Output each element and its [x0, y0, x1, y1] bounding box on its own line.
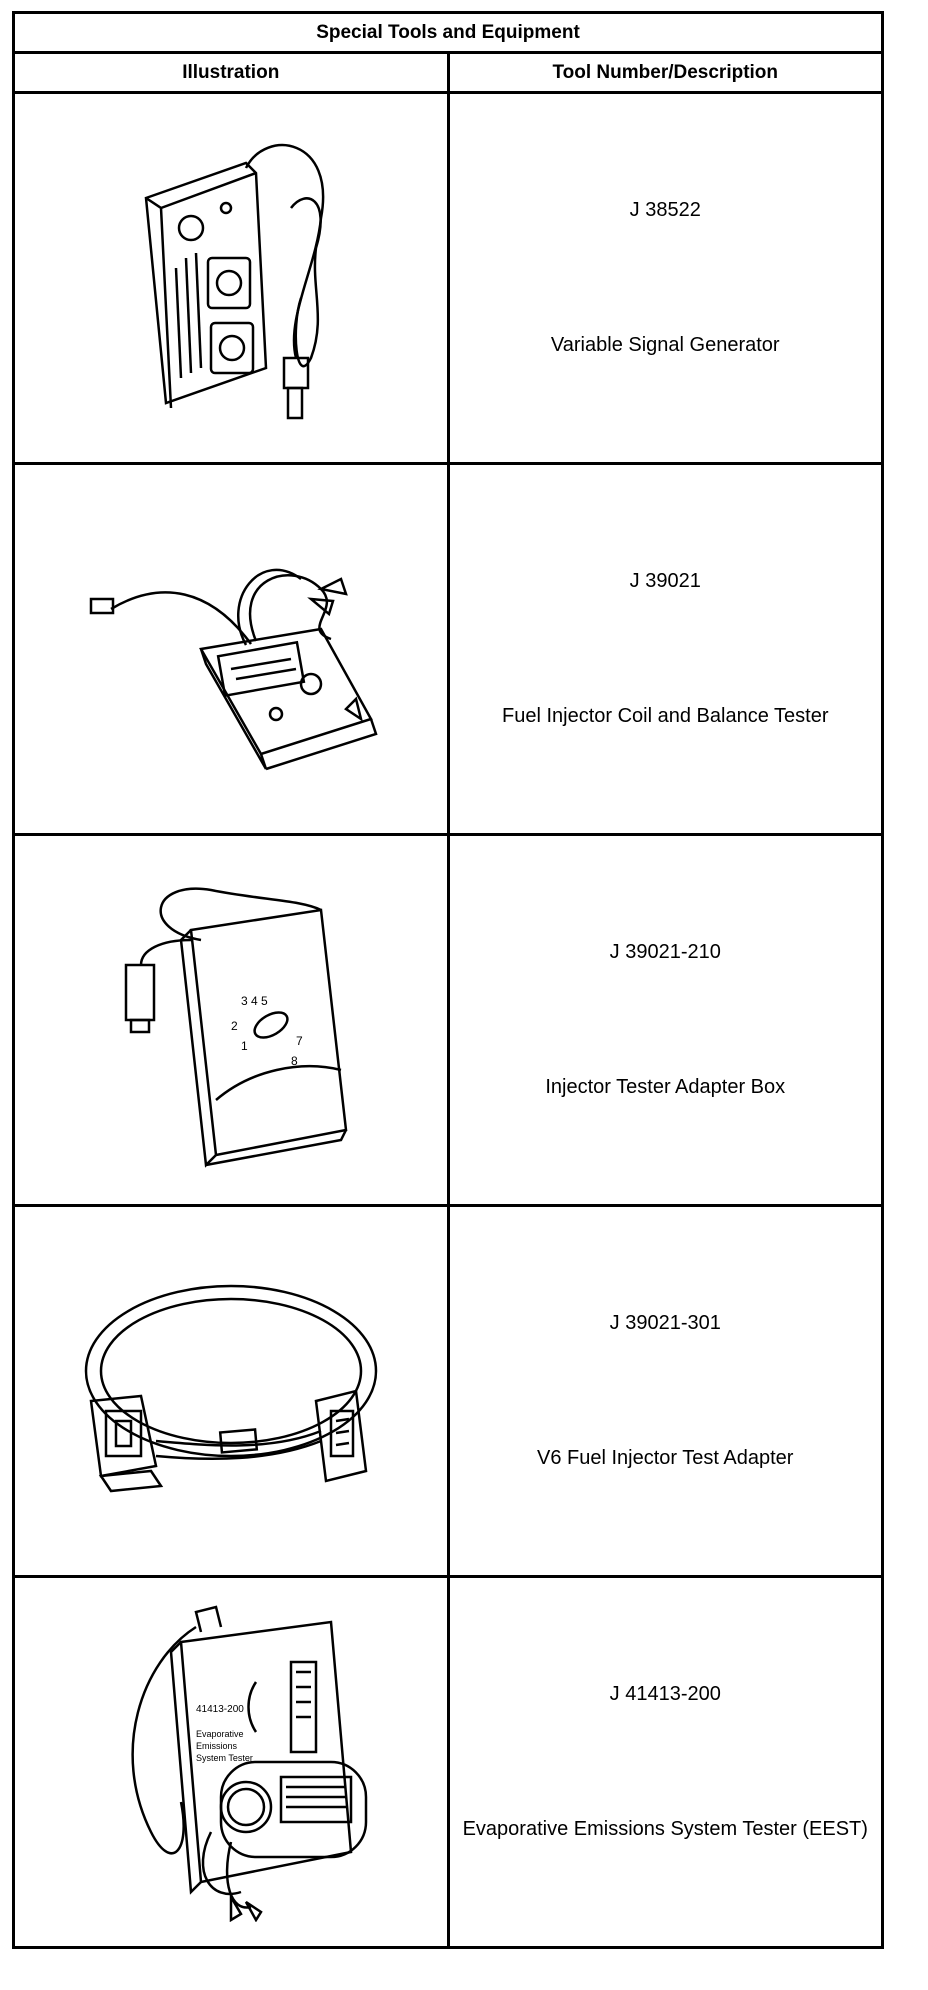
tool-number: J 41413-200	[609, 1683, 721, 1705]
adapter-box-illustration: 3 4 5 2 1 7 8	[124, 887, 348, 1168]
description-cell: J 39021-301 V6 Fuel Injector Test Adapte…	[446, 1204, 884, 1578]
table-row: J 39021 Fuel Injector Coil and Balance T…	[12, 462, 884, 836]
test-adapter-cable-illustration	[84, 1284, 377, 1493]
table-row: J 38522 Variable Signal Generator	[12, 91, 884, 465]
svg-text:1: 1	[241, 1039, 248, 1053]
svg-text:41413-200: 41413-200	[196, 1704, 244, 1715]
svg-text:Evaporative: Evaporative	[196, 1729, 244, 1739]
description-cell: J 39021 Fuel Injector Coil and Balance T…	[446, 462, 884, 836]
illustration-cell: 41413-200 Evaporative Emissions System T…	[12, 1575, 450, 1949]
description-cell: J 39021-210 Injector Tester Adapter Box	[446, 833, 884, 1207]
svg-text:3 4 5: 3 4 5	[241, 994, 268, 1008]
svg-text:8: 8	[291, 1054, 298, 1068]
tool-number: J 38522	[629, 199, 701, 221]
table-title: Special Tools and Equipment	[12, 11, 884, 54]
tool-number: J 39021-301	[609, 1312, 721, 1334]
description-cell: J 38522 Variable Signal Generator	[446, 91, 884, 465]
tool-description: V6 Fuel Injector Test Adapter	[537, 1447, 794, 1469]
illustration-cell	[12, 1204, 450, 1578]
illustration-cell	[12, 91, 450, 465]
header-illustration: Illustration	[12, 51, 450, 94]
tool-number: J 39021-210	[609, 941, 721, 963]
header-tool-number-description: Tool Number/Description	[446, 51, 884, 94]
svg-text:7: 7	[296, 1034, 303, 1048]
tool-description: Evaporative Emissions System Tester (EES…	[462, 1818, 868, 1840]
tool-description: Fuel Injector Coil and Balance Tester	[502, 705, 829, 727]
table-row: 41413-200 Evaporative Emissions System T…	[12, 1575, 884, 1949]
illustration-cell: 3 4 5 2 1 7 8	[12, 833, 450, 1207]
table-row: 3 4 5 2 1 7 8 J 39021-210 Injector Teste…	[12, 833, 884, 1207]
illustration-cell	[12, 462, 450, 836]
svg-text:Emissions: Emissions	[196, 1741, 238, 1751]
tool-number: J 39021	[629, 570, 701, 592]
signal-generator-illustration	[144, 144, 324, 420]
injector-tester-illustration	[89, 568, 378, 771]
tool-description: Variable Signal Generator	[550, 334, 780, 356]
svg-text:2: 2	[231, 1019, 238, 1033]
emissions-tester-illustration: 41413-200 Evaporative Emissions System T…	[131, 1605, 367, 1922]
special-tools-table: Special Tools and Equipment Illustration…	[12, 11, 884, 1949]
description-cell: J 41413-200 Evaporative Emissions System…	[446, 1575, 884, 1949]
svg-text:System Tester: System Tester	[196, 1753, 253, 1763]
tool-description: Injector Tester Adapter Box	[545, 1076, 786, 1098]
table-row: J 39021-301 V6 Fuel Injector Test Adapte…	[12, 1204, 884, 1578]
